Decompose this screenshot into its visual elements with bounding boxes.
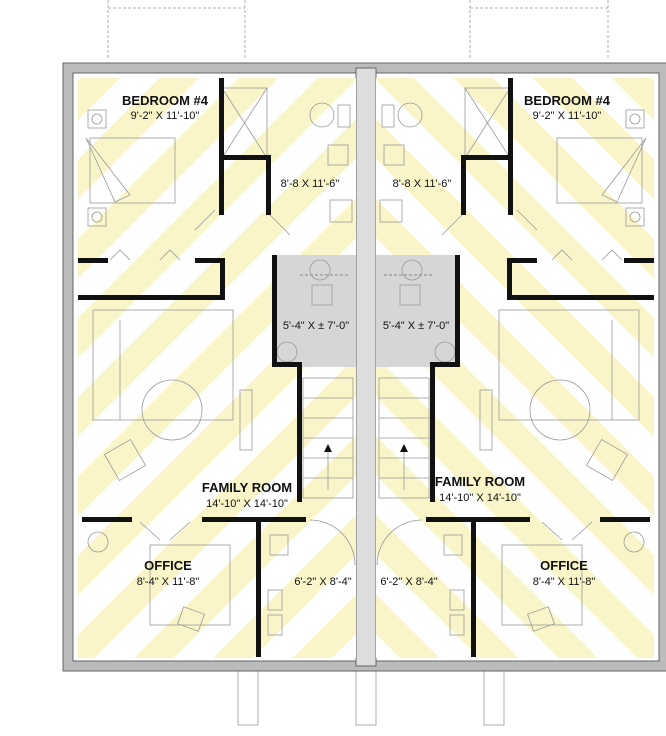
labels-right: BEDROOM #4 9'-2" X 11'-10" 8'-8 X 11'-6"… — [380, 93, 610, 588]
office-dims: 8'-4" X 11'-8" — [137, 576, 200, 588]
unit-right — [375, 77, 655, 659]
family-room-dims: 14'-10" X 14'-10" — [206, 498, 288, 510]
family-room-name: FAMILY ROOM — [202, 480, 292, 495]
bath-dims: 8'-8 X 11'-6" — [393, 178, 452, 190]
utility-dims: 6'-2" X 8'-4" — [380, 576, 437, 588]
family-room-dims: 14'-10" X 14'-10" — [439, 492, 521, 504]
bath-dims: 8'-8 X 11'-6" — [281, 178, 340, 190]
family-room-name: FAMILY ROOM — [435, 474, 525, 489]
bedroom-name: BEDROOM #4 — [122, 93, 209, 108]
utility-dims: 6'-2" X 8'-4" — [294, 576, 351, 588]
office-dims: 8'-4" X 11'-8" — [533, 576, 596, 588]
bedroom-dims: 9'-2" X 11'-10" — [131, 110, 200, 122]
party-wall — [355, 67, 377, 667]
stair-dims: 5'-4" X ± 7'-0" — [383, 320, 449, 332]
stair-dims: 5'-4" X ± 7'-0" — [283, 320, 349, 332]
labels-left: BEDROOM #4 9'-2" X 11'-10" 8'-8 X 11'-6"… — [122, 93, 352, 588]
office-name: OFFICE — [144, 558, 192, 573]
unit-left — [77, 77, 357, 659]
office-name: OFFICE — [540, 558, 588, 573]
bedroom-dims: 9'-2" X 11'-10" — [533, 110, 602, 122]
bedroom-name: BEDROOM #4 — [524, 93, 611, 108]
